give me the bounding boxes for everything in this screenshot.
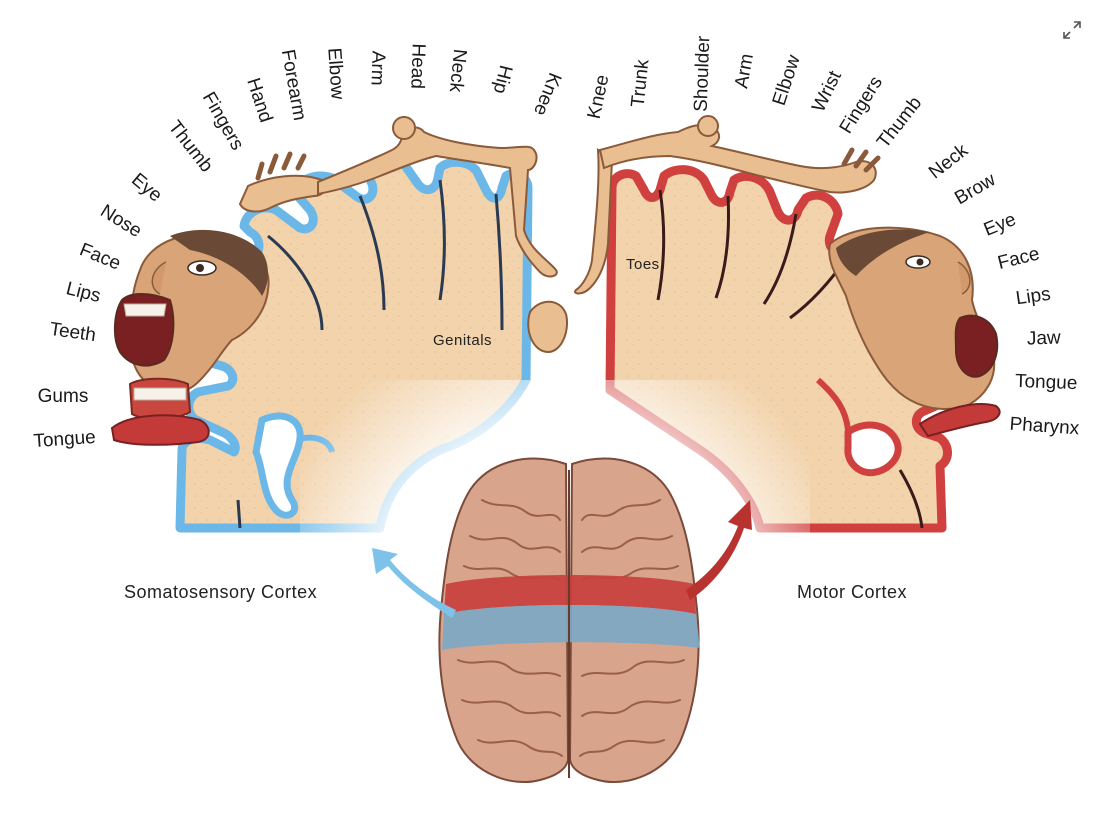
motor-label-face: Face	[996, 243, 1042, 274]
expand-icon	[1063, 21, 1081, 39]
motor-label-lips: Lips	[1015, 284, 1052, 310]
sensory-label-teeth: Teeth	[48, 319, 97, 346]
sensory-label-lips: Lips	[64, 278, 103, 307]
sensory-label-arm: Arm	[366, 50, 388, 86]
sensory-label-gums: Gums	[38, 386, 89, 407]
sensory-label-neck: Neck	[445, 48, 470, 94]
expand-button[interactable]	[1058, 16, 1086, 44]
motor-label-trunk: Trunk	[628, 58, 654, 108]
motor-label-thumb: Thumb	[873, 93, 926, 153]
motor-label-brow: Brow	[951, 169, 999, 209]
sensory-label-thumb: Thumb	[164, 117, 217, 177]
sensory-cortex-title: Somatosensory Cortex	[124, 582, 318, 602]
sensory-label-tongue: Tongue	[33, 427, 97, 452]
motor-label-eye: Eye	[981, 209, 1019, 241]
sensory-arrow	[372, 548, 456, 618]
motor-arrow	[686, 500, 752, 600]
motor-homunculus-head	[828, 226, 996, 410]
sensory-label-fingers: Fingers	[198, 89, 248, 154]
motor-label-knee: Knee	[584, 73, 614, 121]
motor-label-elbow: Elbow	[769, 52, 805, 108]
motor-homunculus	[574, 115, 1001, 438]
sensory-band	[442, 605, 700, 650]
sensory-label-hip: Hip	[489, 63, 516, 96]
sensory-label-forearm: Forearm	[277, 48, 310, 122]
motor-label-neck: Neck	[925, 140, 972, 184]
motor-inner-label: Toes	[626, 256, 660, 273]
sensory-label-elbow: Elbow	[323, 47, 348, 100]
motor-label-tongue: Tongue	[1015, 371, 1078, 394]
motor-label-jaw: Jaw	[1027, 327, 1062, 349]
motor-label-pharynx: Pharynx	[1009, 414, 1080, 440]
motor-label-wrist: Wrist	[808, 67, 846, 115]
motor-label-arm: Arm	[731, 52, 758, 90]
sensory-inner-label: Genitals	[433, 332, 493, 349]
brain-top-view	[438, 457, 700, 784]
motor-label-shoulder: Shoulder	[691, 35, 715, 112]
sensory-label-knee: Knee	[529, 70, 565, 119]
sensory-homunculus	[110, 116, 568, 446]
motor-cortex-title: Motor Cortex	[797, 582, 908, 602]
sensory-label-eye: Eye	[127, 169, 166, 206]
motor-label-fingers: Fingers	[836, 73, 887, 138]
sensory-label-hand: Hand	[242, 75, 276, 125]
sensory-label-face: Face	[77, 239, 124, 274]
sensory-label-nose: Nose	[97, 201, 146, 242]
sensory-label-head: Head	[406, 43, 429, 89]
